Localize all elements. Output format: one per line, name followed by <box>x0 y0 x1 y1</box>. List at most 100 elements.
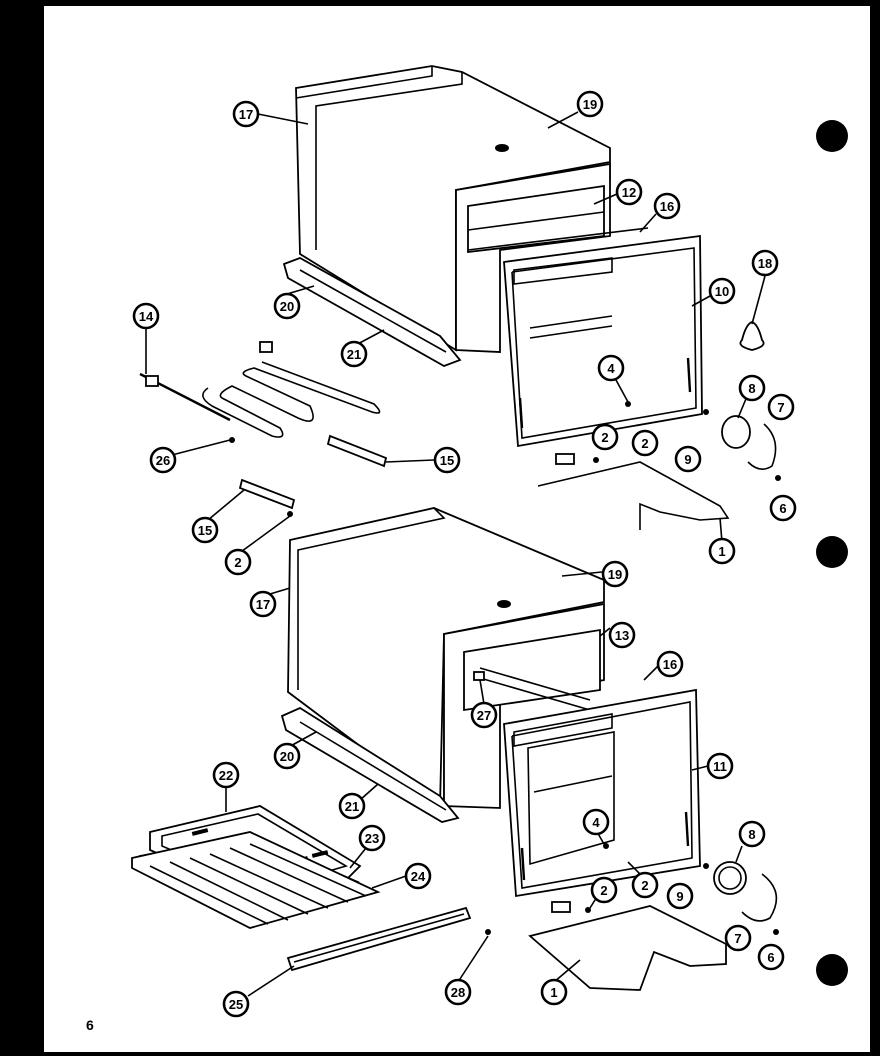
lower-door-shield-1 <box>528 905 727 991</box>
callout-2-lower-a: 2 <box>631 871 659 899</box>
callout-2-upper-a: 2 <box>591 423 619 451</box>
svg-text:2: 2 <box>641 436 648 451</box>
svg-text:22: 22 <box>219 768 233 783</box>
bake-element-14 <box>139 341 381 438</box>
svg-text:28: 28 <box>451 985 465 1000</box>
callout-23: 23 <box>358 824 386 852</box>
lower-cabinet-side <box>287 507 605 808</box>
callout-13: 13 <box>608 621 636 649</box>
svg-text:15: 15 <box>198 523 212 538</box>
svg-text:12: 12 <box>622 185 636 200</box>
lower-latch-27 <box>473 671 485 681</box>
upper-oven-assembly <box>139 65 781 530</box>
svg-text:1: 1 <box>550 985 557 1000</box>
callout-15-left: 15 <box>191 516 219 544</box>
lower-lamp-socket-7 <box>741 873 778 922</box>
callout-20-lower: 20 <box>273 742 301 770</box>
svg-text:25: 25 <box>229 997 243 1012</box>
punch-hole-bottom <box>816 954 848 986</box>
callout-1-lower: 1 <box>540 978 568 1006</box>
svg-text:4: 4 <box>592 815 600 830</box>
svg-text:19: 19 <box>583 97 597 112</box>
callout-15-right: 15 <box>433 446 461 474</box>
svg-text:1: 1 <box>718 544 725 559</box>
svg-text:7: 7 <box>734 931 741 946</box>
callout-9-lower: 9 <box>666 882 694 910</box>
svg-text:21: 21 <box>345 799 359 814</box>
callout-16-upper: 16 <box>653 192 681 220</box>
lower-oven-assembly <box>131 507 779 991</box>
svg-text:20: 20 <box>280 749 294 764</box>
callout-6-upper: 6 <box>769 494 797 522</box>
callout-4-lower: 4 <box>582 808 610 836</box>
svg-text:23: 23 <box>365 831 379 846</box>
svg-text:7: 7 <box>777 400 784 415</box>
punch-hole-middle <box>816 536 848 568</box>
svg-text:6: 6 <box>779 501 786 516</box>
svg-text:4: 4 <box>607 361 615 376</box>
svg-text:11: 11 <box>713 759 727 774</box>
callout-19-upper: 19 <box>576 90 604 118</box>
callout-9-upper: 9 <box>674 445 702 473</box>
callout-2-lower-b: 2 <box>590 876 618 904</box>
svg-text:9: 9 <box>684 452 691 467</box>
callout-17-lower: 17 <box>249 590 277 618</box>
svg-text:27: 27 <box>477 708 491 723</box>
control-knob-18 <box>739 321 765 351</box>
callout-12: 12 <box>615 178 643 206</box>
callout-8-upper: 8 <box>738 374 766 402</box>
leader-lines <box>145 111 766 997</box>
element-clip-15-upper <box>326 434 388 468</box>
callout-1-upper: 1 <box>708 537 736 565</box>
upper-oven-liner-12 <box>467 184 605 254</box>
upper-oven-door <box>503 234 703 448</box>
page-number: 6 <box>86 1017 94 1033</box>
lower-hinge-bracket <box>551 901 571 913</box>
parts-diagram-page: 17 19 12 16 18 20 21 10 14 4 8 7 2 2 9 2… <box>44 6 870 1052</box>
callout-27: 27 <box>470 701 498 729</box>
callout-24: 24 <box>404 862 432 890</box>
svg-text:8: 8 <box>748 827 755 842</box>
oven-rack-24 <box>131 831 381 929</box>
callout-18: 18 <box>751 249 779 277</box>
callout-28: 28 <box>444 978 472 1006</box>
callout-14: 14 <box>132 302 160 330</box>
lower-door-handle <box>513 713 613 747</box>
svg-text:8: 8 <box>748 381 755 396</box>
callout-4-upper: 4 <box>597 354 625 382</box>
svg-text:17: 17 <box>239 107 253 122</box>
svg-text:13: 13 <box>615 628 629 643</box>
callout-26: 26 <box>149 446 177 474</box>
callout-2-upper-b: 2 <box>631 429 659 457</box>
svg-text:21: 21 <box>347 347 361 362</box>
kick-trim-25 <box>286 906 472 972</box>
upper-door-handle <box>513 257 613 285</box>
lower-door-window <box>527 731 615 866</box>
exploded-parts-diagram: 17 19 12 16 18 20 21 10 14 4 8 7 2 2 9 2… <box>86 65 848 1033</box>
svg-text:2: 2 <box>600 883 607 898</box>
punch-hole-top <box>816 120 848 152</box>
svg-text:6: 6 <box>767 950 774 965</box>
callout-11: 11 <box>706 752 734 780</box>
upper-lamp-lens-8 <box>721 415 751 449</box>
svg-text:17: 17 <box>256 597 270 612</box>
svg-text:9: 9 <box>676 889 683 904</box>
callout-21-upper: 21 <box>340 340 368 368</box>
svg-text:19: 19 <box>608 567 622 582</box>
svg-text:2: 2 <box>601 430 608 445</box>
callout-2-clip: 2 <box>224 548 252 576</box>
upper-lamp-socket-7 <box>747 423 777 470</box>
callout-17-upper: 17 <box>232 100 260 128</box>
callout-20-upper: 20 <box>273 292 301 320</box>
svg-text:16: 16 <box>663 657 677 672</box>
callout-25: 25 <box>222 990 250 1018</box>
svg-text:20: 20 <box>280 299 294 314</box>
callout-21-lower: 21 <box>338 792 366 820</box>
svg-text:2: 2 <box>641 878 648 893</box>
lower-oven-door <box>503 688 701 898</box>
upper-door-shield-1 <box>537 461 730 530</box>
svg-text:18: 18 <box>758 256 772 271</box>
element-clip-15-lower <box>238 478 296 510</box>
callout-7-upper: 7 <box>767 393 795 421</box>
svg-text:26: 26 <box>156 453 170 468</box>
